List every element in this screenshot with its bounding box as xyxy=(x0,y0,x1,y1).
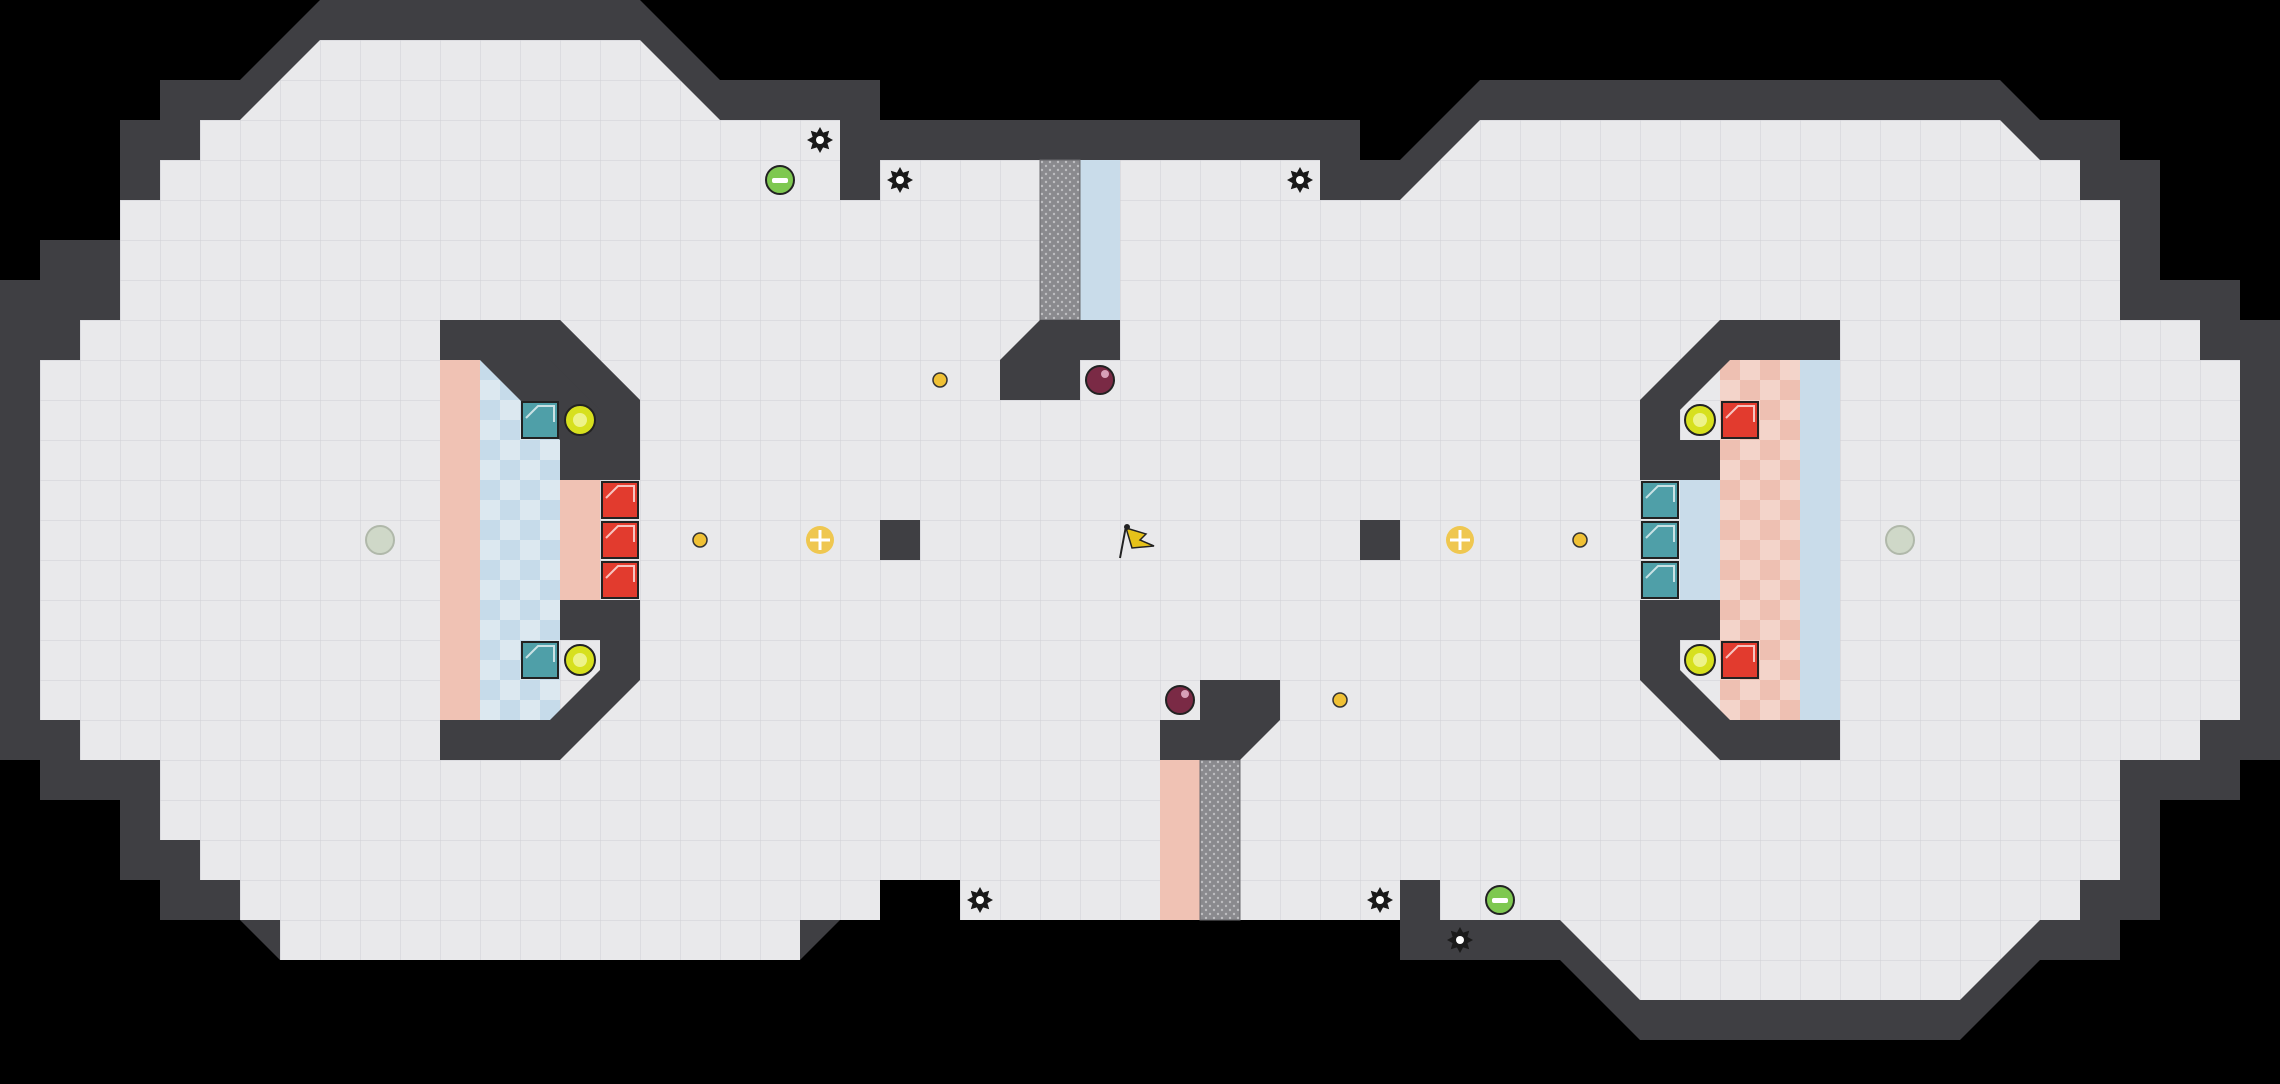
pill-icon xyxy=(1332,692,1348,708)
powerup-icon xyxy=(765,165,795,195)
button-icon xyxy=(1684,644,1716,676)
spike-icon xyxy=(1287,167,1313,193)
boost-icon xyxy=(806,526,834,554)
right-base xyxy=(1640,320,1840,760)
map-objects xyxy=(365,127,1915,953)
left-base xyxy=(440,320,640,760)
spike-icon xyxy=(1367,887,1393,913)
spike-icon xyxy=(887,167,913,193)
boost-icon xyxy=(1446,526,1474,554)
pill-icon xyxy=(932,372,948,388)
portal-icon xyxy=(1885,525,1915,555)
pill-icon xyxy=(1572,532,1588,548)
center-structures xyxy=(880,159,1400,921)
spike-icon xyxy=(1447,927,1473,953)
red-base-tile xyxy=(601,521,639,559)
pill-icon xyxy=(692,532,708,548)
red-base-tile xyxy=(601,561,639,599)
portal-icon xyxy=(365,525,395,555)
blue-base-tile xyxy=(521,641,559,679)
arena-outline xyxy=(0,0,2280,1040)
red-base-tile xyxy=(1721,401,1759,439)
bomb-icon xyxy=(1085,365,1115,395)
blue-base-tile xyxy=(1641,481,1679,519)
spike-icon xyxy=(807,127,833,153)
spike-icon xyxy=(967,887,993,913)
flag-icon xyxy=(1119,524,1155,559)
button-icon xyxy=(564,644,596,676)
arena-floor xyxy=(40,40,2240,1000)
blue-base-tile xyxy=(1641,561,1679,599)
button-icon xyxy=(1684,404,1716,436)
powerup-icon xyxy=(1485,885,1515,915)
red-base-tile xyxy=(1721,641,1759,679)
bomb-icon xyxy=(1165,685,1195,715)
blue-base-tile xyxy=(521,401,559,439)
blue-base-tile xyxy=(1641,521,1679,559)
button-icon xyxy=(564,404,596,436)
red-base-tile xyxy=(601,481,639,519)
